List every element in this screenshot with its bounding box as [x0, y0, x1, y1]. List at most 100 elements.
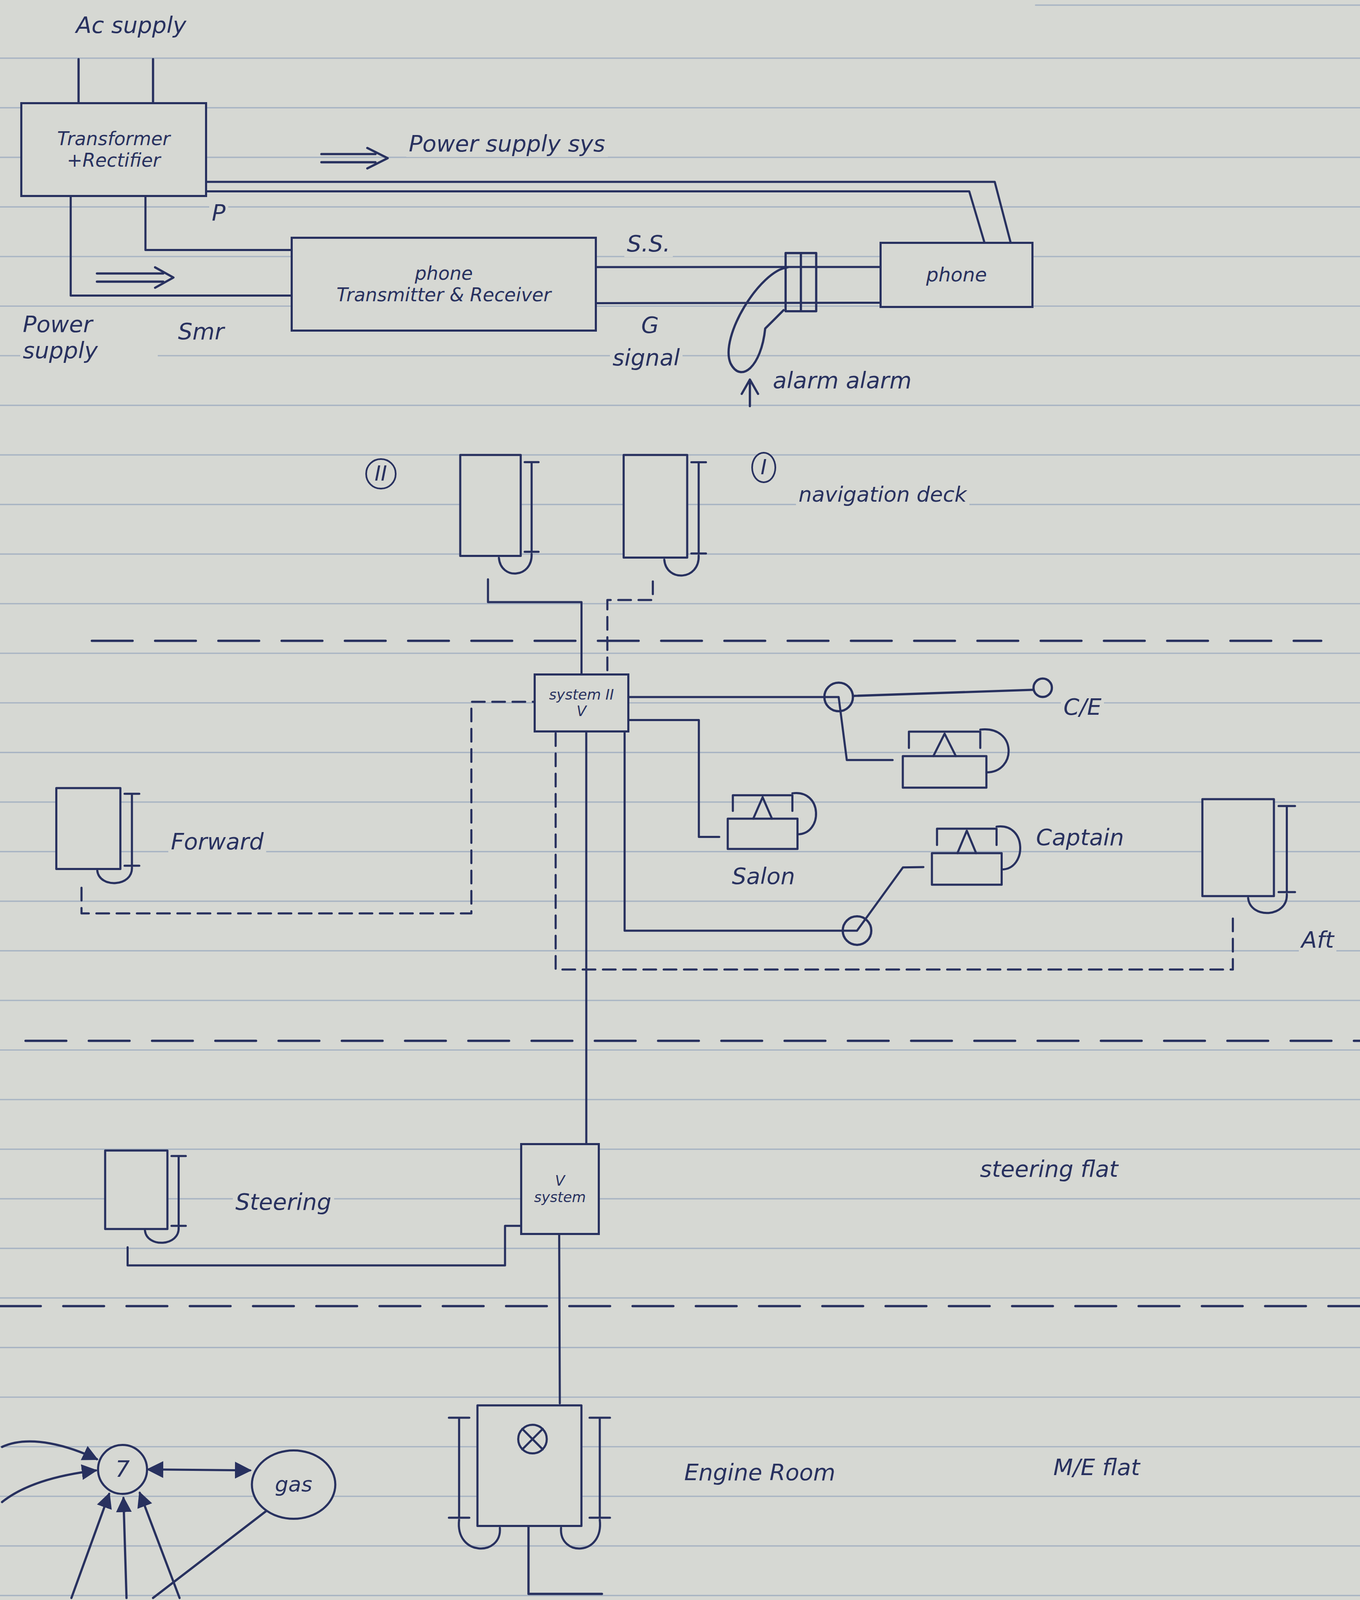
- outline-part: [56, 787, 121, 869]
- ruled-line: [0, 404, 1360, 406]
- circle-node: 7: [97, 1443, 149, 1495]
- outline-part: [1248, 893, 1288, 913]
- arrow: [2, 1440, 98, 1459]
- ruled-line: [0, 255, 1360, 257]
- node-outline: [53, 785, 159, 888]
- deck-line: [25, 1039, 1360, 1042]
- wire: [596, 302, 880, 303]
- ruled-line: [0, 206, 1360, 208]
- alarm-cord: [728, 267, 788, 373]
- ruled-line: [0, 57, 1360, 59]
- outline-strokes: [56, 787, 140, 883]
- outline-strokes: [902, 729, 1009, 788]
- outline-part: [499, 553, 532, 574]
- outline-strokes: [1202, 798, 1296, 913]
- desk-telephone-symbol: Salon: [719, 783, 822, 852]
- outline-strokes: [251, 1449, 336, 1519]
- outline-part: [145, 1227, 179, 1243]
- outline-part: [691, 462, 707, 554]
- outline-part: [980, 729, 1009, 773]
- node-text: I: [751, 451, 777, 484]
- outline-part: [792, 793, 816, 835]
- ruled-line: [0, 1544, 1360, 1547]
- desk-telephone-symbol: Captain: [923, 816, 1026, 888]
- node-text: Steering: [232, 1188, 335, 1215]
- ruled-line: [0, 652, 1360, 654]
- outline-part: [931, 852, 1002, 885]
- outline-strokes: [623, 454, 706, 576]
- wire: [145, 196, 291, 251]
- ruled-line: [0, 1148, 1360, 1150]
- outline-part: [105, 1150, 168, 1229]
- node-text: 7: [112, 1455, 133, 1482]
- outline-part: [936, 828, 997, 845]
- ruled-line: [0, 1198, 1360, 1200]
- ruled-line: [0, 751, 1360, 753]
- outline-part: [1202, 798, 1274, 896]
- sketch: [0, 5, 1360, 1598]
- node-text: V: [574, 702, 589, 720]
- annotation-label: steering flat: [977, 1155, 1121, 1182]
- telephone-symbol: Inavigation deck: [620, 451, 725, 582]
- outline-part: [732, 795, 793, 811]
- node-outline: [438, 1403, 623, 1557]
- ruled-line: [0, 1346, 1360, 1348]
- node-text: system II: [546, 686, 617, 703]
- wire: [585, 732, 588, 1143]
- ruled-line: [0, 801, 1360, 803]
- outline-strokes: [448, 1405, 610, 1549]
- outline-ellipse: [251, 1449, 336, 1519]
- outline-part: [561, 1519, 601, 1549]
- callout-arrow: [741, 379, 759, 407]
- ruled-line: [0, 1049, 1360, 1051]
- ruled-line: [0, 999, 1360, 1001]
- outline-part: [124, 793, 140, 866]
- outline-part: [727, 818, 798, 849]
- outline-part: [448, 1417, 470, 1518]
- outline-part: [458, 1519, 500, 1549]
- outline-part: [933, 733, 956, 756]
- outline-part: [902, 755, 987, 788]
- equipment-box: system IIV: [533, 673, 630, 733]
- node-outline: [102, 1147, 205, 1247]
- node-outline: [892, 719, 1015, 791]
- annotation-label: Ac supply: [73, 12, 189, 39]
- node-text: gas: [272, 1472, 315, 1497]
- ruled-line: [0, 1594, 1360, 1596]
- outline-part: [460, 454, 521, 556]
- dashed-wire: [555, 732, 1233, 970]
- outline-part: [589, 1417, 610, 1518]
- wire: [207, 181, 1011, 242]
- annotation-label: Smr: [175, 318, 227, 345]
- ruled-line: [0, 1445, 1360, 1447]
- node-outline: [923, 816, 1026, 888]
- annotation-label: signal: [609, 344, 683, 371]
- wire: [207, 191, 985, 243]
- outline-part: [753, 796, 772, 819]
- wire: [596, 265, 880, 268]
- ac-supply-wires: [78, 59, 154, 103]
- outline-strokes: [931, 826, 1020, 885]
- node-text: phone: [923, 263, 990, 287]
- outline-ellipse: [97, 1444, 147, 1494]
- ruled-line: [0, 305, 1360, 307]
- node-text: II: [365, 458, 397, 490]
- node-text: V: [552, 1172, 568, 1189]
- wire: [148, 1469, 251, 1471]
- node-text: C/E: [1060, 693, 1104, 721]
- double-arrow: [321, 148, 388, 169]
- ruled-lines: [0, 58, 1360, 1596]
- wire: [70, 196, 291, 296]
- earth-wire: [528, 1524, 602, 1594]
- wire: [559, 1234, 561, 1404]
- double-arrow: [97, 267, 174, 288]
- node-text: Transformer +Rectifier: [28, 128, 200, 171]
- ruled-line: [0, 1297, 1360, 1299]
- equipment-box: phoneTransmitter & Receiver: [290, 236, 597, 332]
- node-outline: [620, 451, 725, 582]
- lamp-symbol: [518, 1424, 548, 1454]
- annotation-label: Power supply sys: [406, 130, 608, 157]
- desk-telephone-symbol: C/E: [892, 719, 1015, 791]
